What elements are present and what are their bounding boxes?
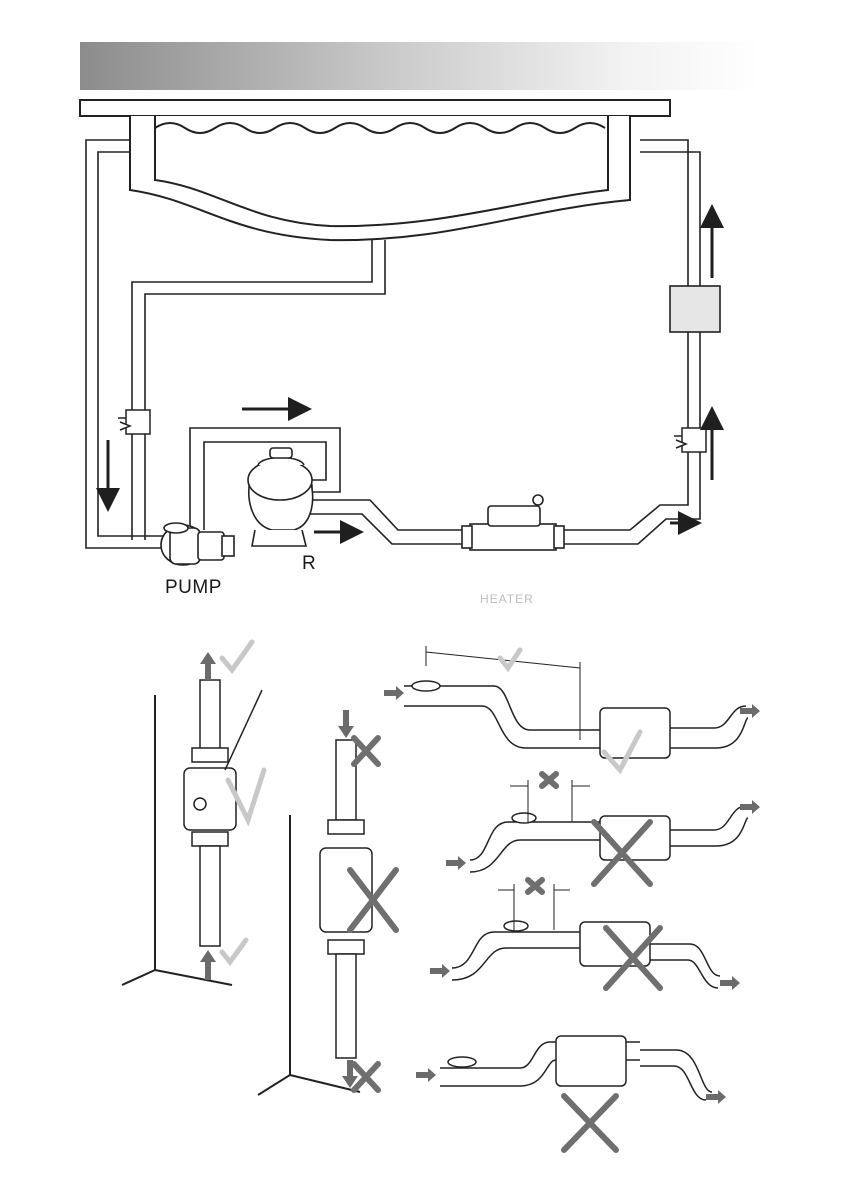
heater-label: HEATER [480,592,534,606]
vertical-heater-incorrect [320,740,372,1058]
pool [80,100,670,240]
check-valve-left [118,410,150,434]
filter-label: R [302,553,316,575]
accessory-box [670,286,720,332]
flow-arrows [108,216,712,532]
horizontal-install-rows [404,681,748,1100]
sand-filter [248,448,313,546]
pump-label: PUMP [165,577,222,599]
check-valve-right [674,428,706,452]
pump [161,523,234,565]
heater-top [462,495,564,550]
